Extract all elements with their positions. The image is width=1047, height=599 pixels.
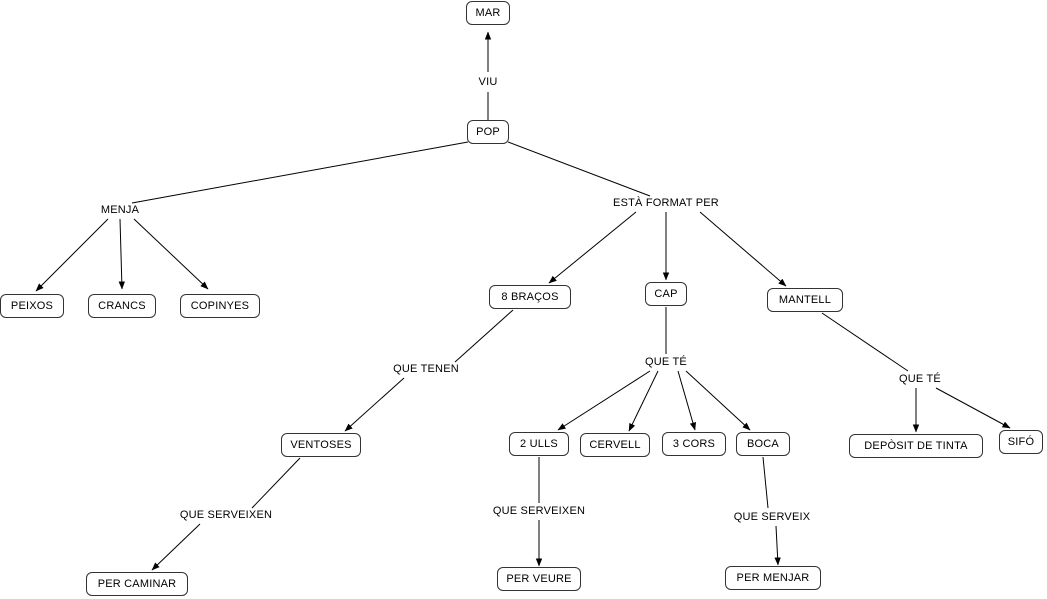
node-cervell[interactable]: CERVELL — [580, 433, 650, 457]
node-cors[interactable]: 3 CORS — [662, 432, 726, 456]
edge-e-format-bracos — [548, 211, 637, 284]
edge-e-mantell-quete — [821, 312, 909, 372]
node-peixos[interactable]: PEIXOS — [0, 294, 64, 318]
node-sifo[interactable]: SIFÓ — [999, 430, 1043, 454]
edge-label-lbl-menja: MENJA — [100, 204, 140, 216]
node-braços[interactable]: 8 BRAÇOS — [489, 285, 571, 309]
edge-e-quete-sifo — [935, 387, 1011, 429]
edge-e-quete-ulls — [557, 370, 651, 431]
node-mantell[interactable]: MANTELL — [767, 288, 843, 312]
node-caminar[interactable]: PER CAMINAR — [86, 572, 188, 596]
edge-e-menja-crancs — [118, 218, 125, 290]
node-menjar[interactable]: PER MENJAR — [725, 566, 821, 590]
edge-e-quete-cervell — [628, 370, 659, 432]
edge-label-lbl-viu: VIU — [478, 76, 498, 88]
edge-e-boca-serv — [762, 456, 769, 509]
edge-label-lbl-quetenen: QUE TENEN — [393, 363, 459, 375]
node-mar[interactable]: MAR — [466, 1, 510, 25]
node-cap[interactable]: CAP — [645, 282, 687, 306]
edge-e-tenen-ventoses — [344, 377, 405, 432]
edge-e-pop-menja — [131, 141, 469, 204]
node-ulls[interactable]: 2 ULLS — [509, 432, 569, 456]
edge-label-lbl-serveixen2: QUE SERVEIXEN — [492, 505, 586, 517]
edge-e-ventoses-serv — [251, 457, 301, 509]
edge-e-serv-caminar — [151, 523, 201, 571]
node-pop[interactable]: POP — [467, 120, 509, 144]
edge-label-lbl-format: ESTÀ FORMAT PER — [613, 197, 719, 209]
edge-e-menja-peixos — [35, 218, 109, 292]
node-ventoses[interactable]: VENTOSES — [281, 433, 361, 457]
edge-e-format-mantell — [699, 211, 787, 287]
node-copinyes[interactable]: COPINYES — [180, 294, 260, 318]
edge-e-pop-format — [507, 141, 651, 197]
node-boca[interactable]: BOCA — [736, 432, 790, 456]
node-veure[interactable]: PER VEURE — [497, 567, 581, 591]
edge-e-quete-boca — [685, 370, 751, 431]
edge-label-lbl-serveix: QUE SERVEIX — [733, 511, 811, 523]
edge-label-lbl-serveixen1: QUE SERVEIXEN — [179, 509, 273, 521]
edge-label-lbl-quete-man: QUE TÉ — [899, 373, 941, 385]
node-diposit[interactable]: DEPÒSIT DE TINTA — [849, 434, 983, 458]
edge-label-lbl-quete-cap: QUE TÉ — [645, 356, 687, 368]
edge-e-serv-menjar — [774, 525, 781, 566]
node-crancs[interactable]: CRANCS — [88, 294, 156, 318]
edge-e-quete-cors — [677, 370, 696, 431]
edge-e-menja-copinyes — [133, 218, 209, 290]
edge-e-bracos-tenen — [454, 309, 514, 363]
